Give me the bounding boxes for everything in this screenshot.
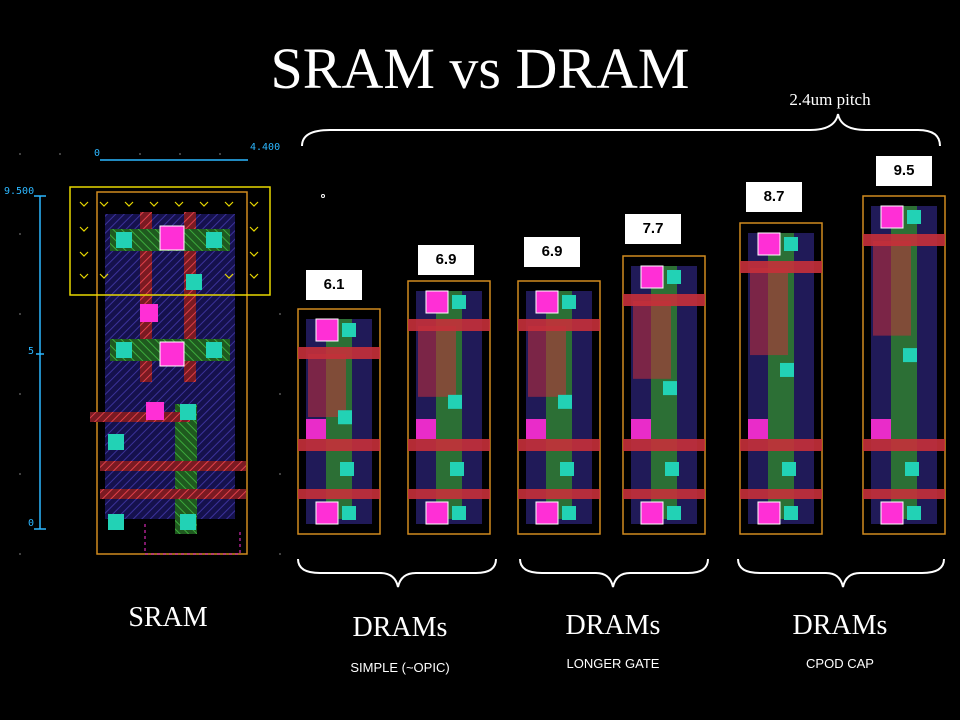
cell-value-3: 6.9 — [524, 237, 580, 267]
dram-cell-3 — [517, 280, 601, 535]
cell-value-5: 8.7 — [746, 182, 802, 212]
group-3-title: DRAMs — [792, 610, 888, 641]
group-braces — [297, 558, 945, 588]
dram-layout-drawing — [297, 194, 946, 535]
group-3-subtitle: CPOD CAP — [806, 656, 874, 671]
group-2-subtitle: LONGER GATE — [566, 656, 660, 671]
dram-cell-5 — [739, 222, 823, 535]
cell-value-2: 6.9 — [418, 245, 474, 275]
sram-layout-panel: 0 4.400 9.500 5 0 — [0, 134, 293, 577]
cell-value-4: 7.7 — [625, 214, 681, 244]
sram-layout-drawing: 0 4.400 9.500 5 0 — [4, 142, 281, 555]
dram-cell-2 — [407, 280, 491, 535]
page-title: SRAM vs DRAM — [270, 36, 690, 101]
cell-value-6: 9.5 — [876, 156, 932, 186]
ruler-left-bottom: 0 — [28, 518, 34, 529]
dram-cell-4 — [622, 255, 706, 535]
ruler-left-top: 9.500 — [4, 186, 34, 197]
ruler-left-mid: 5 — [28, 346, 34, 357]
sram-label: SRAM — [128, 602, 208, 633]
ruler-top-left: 0 — [94, 148, 100, 159]
group-2-title: DRAMs — [565, 610, 661, 641]
dram-cell-6 — [862, 195, 946, 535]
dram-cell-1 — [297, 308, 381, 535]
pitch-brace — [301, 113, 941, 147]
pitch-label: 2.4um pitch — [789, 90, 871, 109]
group-1-title: DRAMs — [352, 612, 448, 643]
ruler-top-right: 4.400 — [250, 142, 280, 153]
cell-value-1: 6.1 — [306, 270, 362, 300]
group-1-subtitle: SIMPLE (~OPIC) — [350, 660, 450, 675]
